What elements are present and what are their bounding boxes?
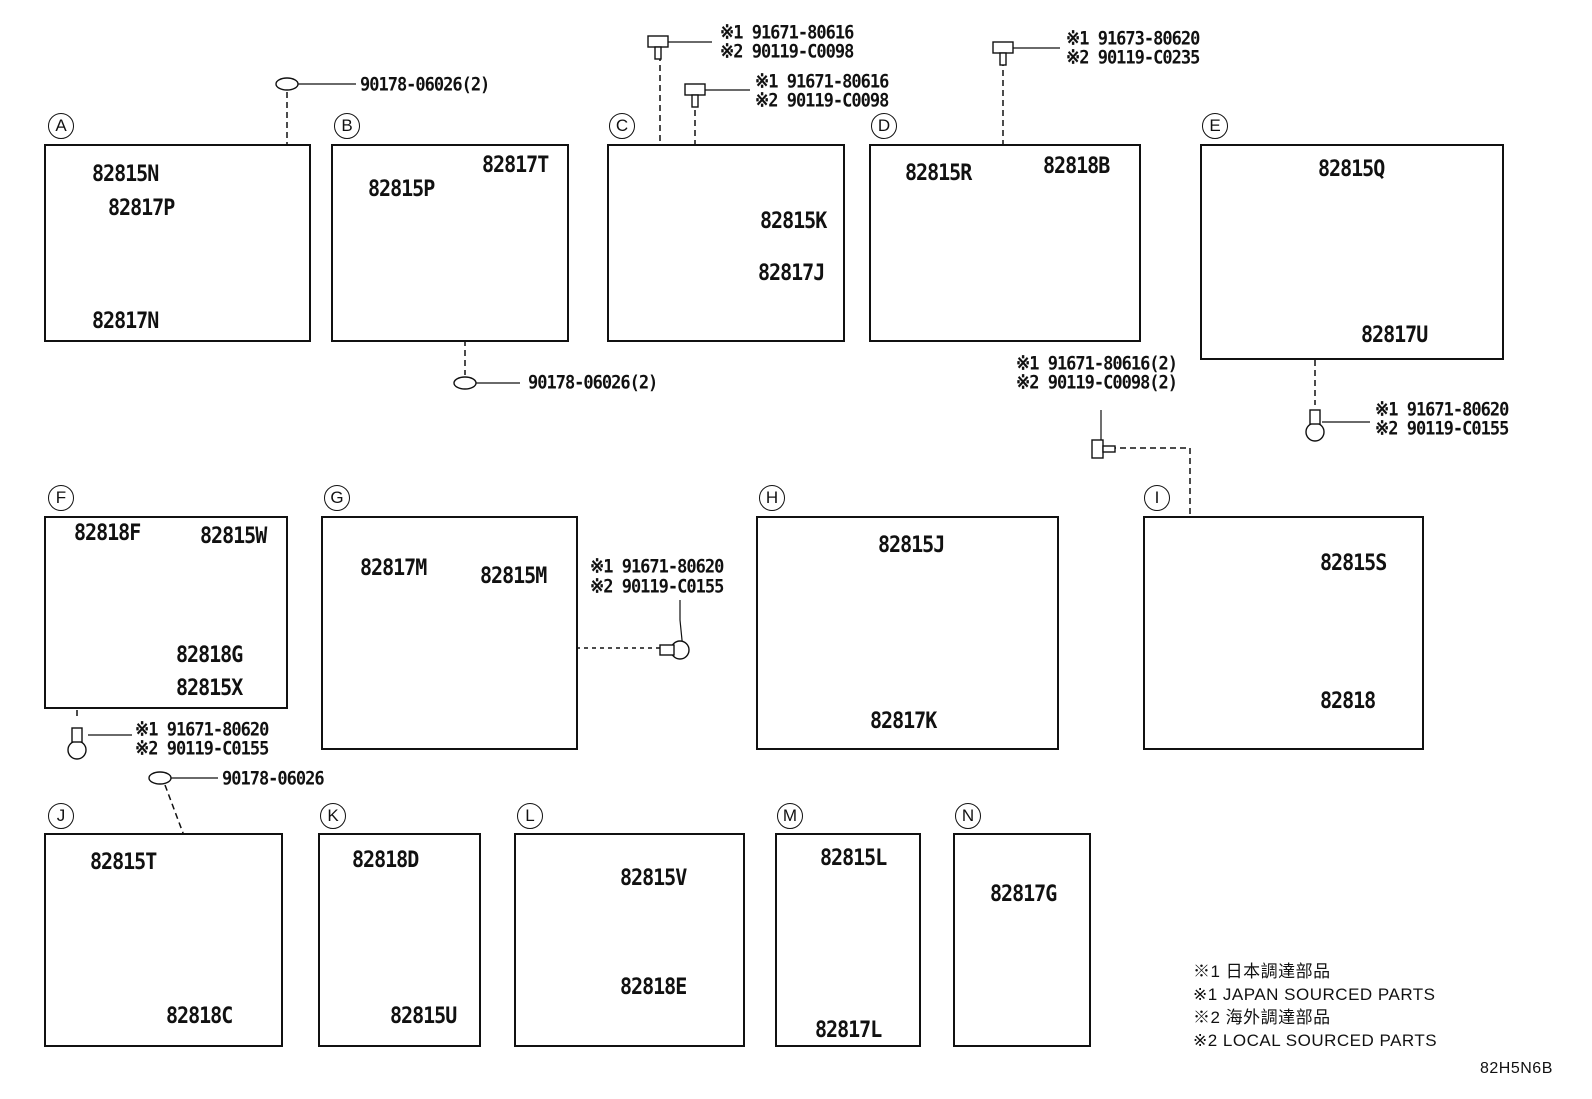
panel-label-n: N — [955, 803, 981, 829]
panel-label-a: A — [48, 113, 74, 139]
panel-i — [1143, 516, 1424, 750]
part-number[interactable]: 82815W — [200, 521, 267, 549]
part-number[interactable]: 82818F — [74, 518, 141, 546]
panel-a — [44, 144, 311, 342]
part-number[interactable]: 82818 — [1320, 686, 1376, 714]
panel-label-c: C — [609, 113, 635, 139]
part-number[interactable]: 82818C — [166, 1001, 233, 1029]
part-number[interactable]: 82817M — [360, 553, 427, 581]
fastener-label[interactable]: ※1 91671-80616 — [720, 21, 854, 45]
panel-b — [331, 144, 569, 342]
part-number[interactable]: 82815T — [90, 847, 157, 875]
panel-label-k: K — [320, 803, 346, 829]
fastener-label[interactable]: ※2 90119-C0155 — [590, 575, 724, 599]
fastener-label[interactable]: ※1 91671-80620 — [1375, 398, 1509, 422]
panel-label-h: H — [759, 485, 785, 511]
panel-g — [321, 516, 578, 750]
part-number[interactable]: 82815R — [905, 158, 972, 186]
part-number[interactable]: 82815L — [820, 843, 887, 871]
part-number[interactable]: 82815V — [620, 863, 687, 891]
fastener-label[interactable]: 90178-06026 — [222, 767, 325, 791]
part-number[interactable]: 82818G — [176, 640, 243, 668]
panel-label-e: E — [1202, 113, 1228, 139]
part-number[interactable]: 82815S — [1320, 548, 1387, 576]
part-number[interactable]: 82815J — [878, 530, 945, 558]
part-number[interactable]: 82815X — [176, 673, 243, 701]
fastener-label[interactable]: ※1 91673-80620 — [1066, 27, 1200, 51]
panel-j — [44, 833, 283, 1047]
panel-label-i: I — [1144, 485, 1170, 511]
panel-l — [514, 833, 745, 1047]
fastener-label[interactable]: ※1 91671-80620 — [135, 718, 269, 742]
part-number[interactable]: 82815K — [760, 206, 827, 234]
fastener-label[interactable]: ※2 90119-C0155 — [135, 737, 269, 761]
panel-label-l: L — [517, 803, 543, 829]
fastener-label[interactable]: ※1 91671-80620 — [590, 555, 724, 579]
legend-line: ※2 海外調達部品 — [1193, 1008, 1331, 1027]
fastener-label[interactable]: ※1 91671-80616(2) — [1016, 352, 1178, 376]
part-number[interactable]: 82817N — [92, 306, 159, 334]
part-number[interactable]: 82818B — [1043, 151, 1110, 179]
part-number[interactable]: 82817J — [758, 258, 825, 286]
part-number[interactable]: 82818E — [620, 972, 687, 1000]
part-number[interactable]: 82817G — [990, 879, 1057, 907]
panel-label-b: B — [334, 113, 360, 139]
legend-line: ※1 JAPAN SOURCED PARTS — [1193, 985, 1436, 1004]
part-number[interactable]: 82815Q — [1318, 154, 1385, 182]
fastener-label[interactable]: ※1 91671-80616 — [755, 70, 889, 94]
part-number[interactable]: 82815U — [390, 1001, 457, 1029]
fastener-label[interactable]: ※2 90119-C0098(2) — [1016, 371, 1178, 395]
part-number[interactable]: 82818D — [352, 845, 419, 873]
panel-m — [775, 833, 921, 1047]
fastener-label[interactable]: 90178-06026(2) — [360, 73, 490, 97]
panel-label-d: D — [871, 113, 897, 139]
fastener-label[interactable]: ※2 90119-C0098 — [720, 40, 854, 64]
fastener-label[interactable]: ※2 90119-C0235 — [1066, 46, 1200, 70]
part-number[interactable]: 82817P — [108, 193, 175, 221]
panel-label-f: F — [48, 485, 74, 511]
part-number[interactable]: 82817L — [815, 1015, 882, 1043]
part-number[interactable]: 82815M — [480, 561, 547, 589]
fastener-label[interactable]: 90178-06026(2) — [528, 371, 658, 395]
fastener-label[interactable]: ※2 90119-C0098 — [755, 89, 889, 113]
panel-label-m: M — [777, 803, 803, 829]
fastener-label[interactable]: ※2 90119-C0155 — [1375, 417, 1509, 441]
panel-f — [44, 516, 288, 709]
part-number[interactable]: 82817U — [1361, 320, 1428, 348]
part-number[interactable]: 82815N — [92, 159, 159, 187]
part-number[interactable]: 82815P — [368, 174, 435, 202]
panel-h — [756, 516, 1059, 750]
legend-line: ※2 LOCAL SOURCED PARTS — [1193, 1031, 1438, 1050]
part-number[interactable]: 82817K — [870, 706, 937, 734]
legend-line: ※1 日本調達部品 — [1193, 962, 1331, 981]
panel-label-g: G — [324, 485, 350, 511]
panel-label-j: J — [48, 803, 74, 829]
diagram-code: 82H5N6B — [1480, 1060, 1553, 1077]
panel-c — [607, 144, 845, 342]
panel-k — [318, 833, 481, 1047]
panel-n — [953, 833, 1091, 1047]
panel-e — [1200, 144, 1504, 360]
panel-d — [869, 144, 1141, 342]
part-number[interactable]: 82817T — [482, 150, 549, 178]
